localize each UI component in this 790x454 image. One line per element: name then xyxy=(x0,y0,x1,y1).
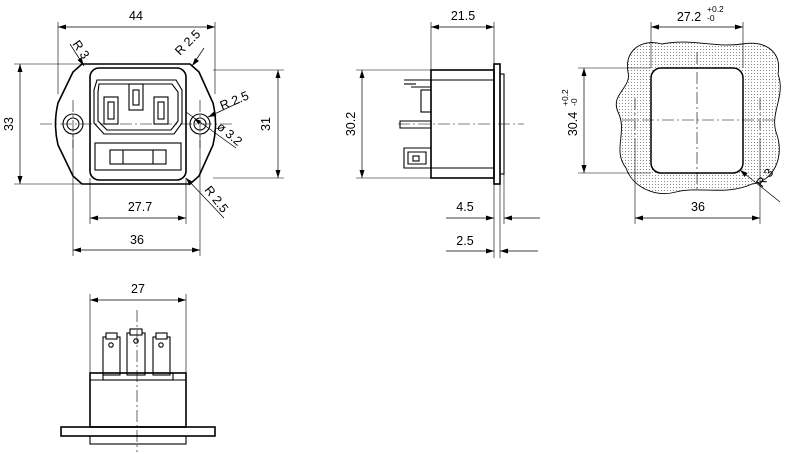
terminal-top xyxy=(404,79,432,88)
fuse-holder xyxy=(109,149,167,165)
pin-left xyxy=(103,96,119,125)
dim-cutout-width-tol-lower: -0 xyxy=(707,13,715,23)
terminal-bracket xyxy=(420,89,432,113)
pin-earth xyxy=(128,83,144,111)
dim-front-radius-top-left: R 3 xyxy=(70,38,93,62)
side-view: 21.5 30.2 4.5 2.5 xyxy=(344,9,540,258)
dim-front-hole-radius: R 2.5 xyxy=(218,89,251,113)
dim-front-right-height: 31 xyxy=(259,117,273,131)
dim-cutout-hole-spacing: 36 xyxy=(691,200,705,214)
cutout-view: 27.2 +0.2 -0 30.4 +0.2 -0 36 R 3 xyxy=(560,4,781,224)
dim-front-radius-top-right: R 2.5 xyxy=(172,27,203,58)
dim-front-hole-diameter: ø 3.2 xyxy=(214,120,245,149)
dim-cutout-height-tol-upper: +0.2 xyxy=(560,89,570,106)
inlet-socket-outline xyxy=(93,79,183,135)
dim-cutout-height-tol-lower: -0 xyxy=(569,98,579,106)
dim-cutout-width-tol-upper: +0.2 xyxy=(707,4,724,14)
dim-front-width: 44 xyxy=(129,9,143,23)
bottom-view: 27 xyxy=(60,282,216,452)
dim-side-height: 30.2 xyxy=(344,112,358,136)
bottom-body xyxy=(89,372,187,428)
bottom-flange xyxy=(60,426,216,437)
dim-bottom-width: 27 xyxy=(131,282,145,296)
front-view: 44 33 R 3 R 2.5 R 2.5 ø 3.2 31 xyxy=(2,9,284,256)
bottom-terminals xyxy=(102,328,171,376)
terminal-bottom xyxy=(403,147,432,169)
dim-cutout-height: 30.4 xyxy=(566,112,580,136)
pin-right xyxy=(153,96,169,125)
bottom-lip xyxy=(89,435,187,445)
dim-front-inner-width: 27.7 xyxy=(128,200,152,214)
dim-cutout-width: 27.2 xyxy=(677,10,701,24)
dim-front-height: 33 xyxy=(2,117,16,131)
dim-side-offset-a: 4.5 xyxy=(456,200,473,214)
terminal-middle xyxy=(399,120,432,129)
dim-front-hole-spacing: 36 xyxy=(130,233,144,247)
fuse-drawer xyxy=(94,142,182,171)
dim-side-depth: 21.5 xyxy=(451,9,475,23)
dim-side-offset-b: 2.5 xyxy=(456,234,473,248)
